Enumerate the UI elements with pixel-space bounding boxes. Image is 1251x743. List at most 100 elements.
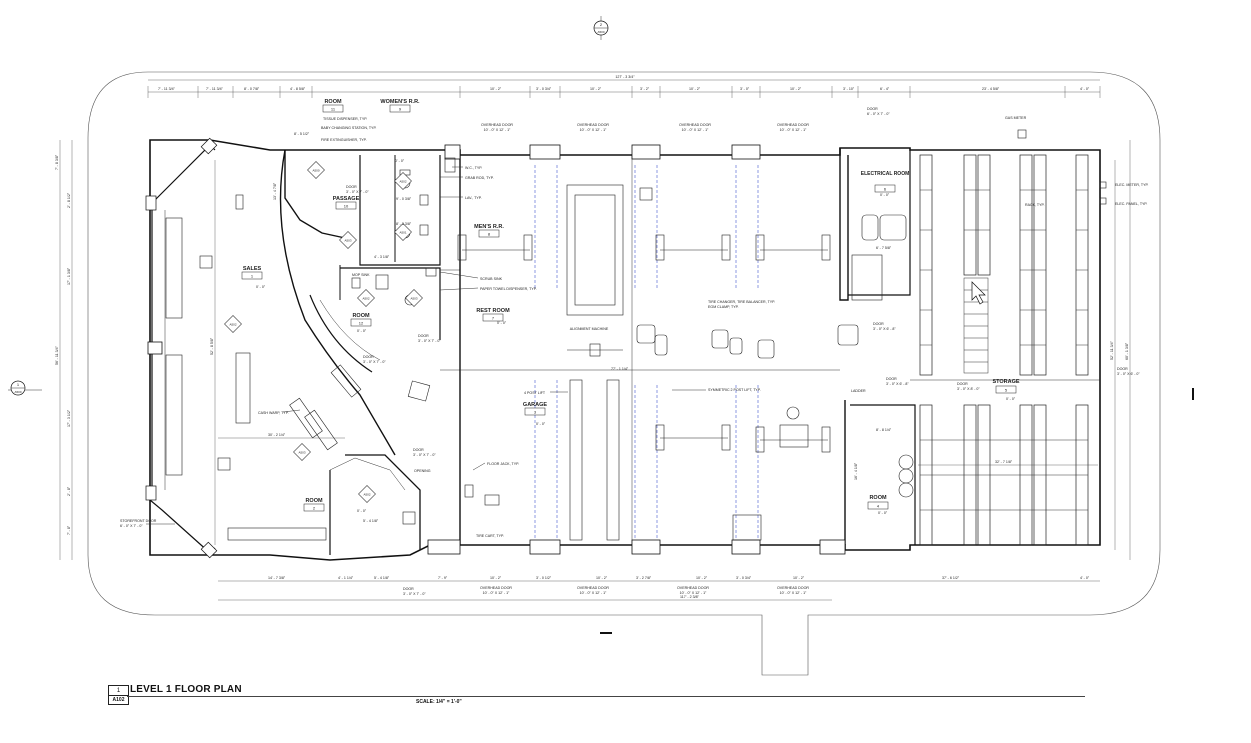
room-number: 4: [877, 504, 880, 509]
dim-label: 52' - 11 3/4": [1110, 340, 1114, 360]
dim-label: 10' - 2": [793, 576, 805, 580]
section-marker-top[interactable]: 2 A500: [593, 16, 609, 40]
note-text: ALIGNMENT MACHINE: [570, 327, 609, 331]
dim-label: 56' - 11 3/4": [55, 345, 59, 365]
dim-label: 4' - 8 5/8": [290, 87, 306, 91]
door-size: 3' - 0" X 6' - 0": [1117, 372, 1140, 376]
door-size: 10' - 0" X 12' - 1": [580, 128, 607, 132]
dim-label: 7' - 11 3/4": [206, 87, 224, 91]
elevation: 0' - 0": [395, 159, 405, 163]
room-name: ROOM: [869, 495, 887, 501]
door-label: OVERHEAD DOOR: [481, 123, 513, 127]
dim-label: 3' - 2": [640, 87, 650, 91]
tag-text: A502: [363, 493, 370, 497]
door-label: DOOR: [346, 185, 357, 189]
drawing-title: LEVEL 1 FLOOR PLAN: [130, 684, 242, 695]
callout-notes: TISSUE DISPENSER, TYP. BABY CHANGING STA…: [120, 116, 1148, 538]
sheet-number[interactable]: A102: [108, 695, 129, 705]
section-marker-sheet: A500: [14, 390, 21, 394]
door-label: DOOR: [957, 382, 968, 386]
structural-grid: [534, 165, 759, 540]
dim-label: 16' - 4 1/8": [854, 462, 858, 480]
door-label: OVERHEAD DOOR: [777, 123, 809, 127]
dim-label: 32' - 7 1/8": [995, 460, 1013, 464]
dim-label: 9' - 0 3/8": [396, 197, 412, 201]
door-size: 6' - 0" X 7' - 0": [867, 112, 890, 116]
dim-label: 10' - 2": [790, 87, 802, 91]
door-size: 10' - 0" X 12' - 1": [680, 591, 707, 595]
dim-label: 5' - 4 1/8": [363, 519, 379, 523]
note-text: LADDER: [851, 389, 866, 393]
note-text: 4 POST LIFT: [524, 391, 546, 395]
note-text: FLOOR JACK, TYP.: [487, 462, 519, 466]
room-labels[interactable]: ROOM 11 WOMEN'S R.R. 9 PASSAGE 10 MEN'S …: [241, 99, 1020, 512]
dim-label: 3' - 0": [740, 87, 750, 91]
elevation: 0' - 0": [1006, 397, 1016, 401]
overhead-door-labels: OVERHEAD DOOR 10' - 0" X 12' - 1" OVERHE…: [480, 123, 809, 595]
dim-label: 10' - 2": [490, 576, 502, 580]
section-marker-num: 2: [600, 22, 603, 27]
dimensions-bottom: 14' - 7 3/8" 4' - 1 1/4" 5' - 4 1/8" 7' …: [218, 576, 1100, 601]
room-name: ELECTRICAL ROOM: [861, 171, 910, 177]
door-label: DOOR: [418, 334, 429, 338]
dim-label: 23' - 4 5/8": [982, 87, 1000, 91]
note-text: SCRUB SINK: [480, 277, 503, 281]
door-size: 3' - 0" X 7' - 0": [363, 360, 386, 364]
dim-label: 4' - 0": [1080, 576, 1090, 580]
room-number: 7: [492, 316, 495, 321]
note-text: GAS METER: [1005, 116, 1027, 120]
door-size: 10' - 0" X 12' - 1": [780, 128, 807, 132]
dim-label: 8' - 5 1/2": [294, 132, 310, 136]
dim-label: 10' - 2": [490, 87, 502, 91]
door-label: OVERHEAD DOOR: [577, 123, 609, 127]
section-marker-left[interactable]: 1 A500: [8, 380, 42, 396]
note-text: EGM CLAMP, TYP.: [708, 305, 739, 309]
dim-label: 10' - 2": [696, 576, 708, 580]
door-label: DOOR: [886, 377, 897, 381]
tag-text: A503: [344, 239, 351, 243]
room-number: 10: [344, 204, 349, 209]
note-text: STOREFRONT DOOR: [120, 519, 157, 523]
dim-label: 77' - 1 1/4": [611, 367, 629, 371]
dim-label: 52' - 8 5/8": [210, 337, 214, 355]
storage-racks: [919, 154, 1089, 546]
door-label: OVERHEAD DOOR: [679, 123, 711, 127]
door-size: 10' - 0" X 12' - 1": [580, 591, 607, 595]
dim-label: 6' - 7 5/8": [876, 246, 892, 250]
dim-label: 37' - 6 1/2": [942, 576, 960, 580]
room-name: WOMEN'S R.R.: [380, 99, 420, 105]
section-marker-num: 1: [17, 382, 20, 387]
dimensions-top: 127' - 3 3/4" 7' - 11 3/4" 7' - 11 3/4" …: [147, 75, 1101, 98]
elevation: 0' - 0": [497, 321, 507, 325]
dimensions-right: 52' - 11 3/4" 60' - 1 3/8": [1110, 140, 1131, 560]
note-text: FIRE EXTINGUISHER, TYP.: [321, 138, 367, 142]
tag-text: A503: [410, 297, 417, 301]
dim-label: 13' - 4 7/8": [273, 182, 277, 200]
elevation: 0' - 0": [357, 509, 367, 513]
note-text: TIRE CHANGER, TIRE BALANCER, TYP.: [708, 300, 775, 304]
room-name: ROOM: [352, 313, 370, 319]
note-text: BABY CHANGING STATION, TYP.: [321, 126, 376, 130]
room-name: MEN'S R.R.: [474, 224, 504, 230]
sales-furniture: [165, 194, 500, 541]
door-labels: DOOR 3' - 0" X 7' - 0" DOOR 3' - 0" X 7'…: [346, 107, 1140, 596]
door-size: 3' - 0" X 6' - 8": [886, 382, 909, 386]
dim-label: 2' - 8": [67, 486, 71, 496]
note-text: 6' - 0" X 7' - 0": [120, 524, 143, 528]
door-size: 10' - 0" X 12' - 1": [484, 128, 511, 132]
dim-label: 6' - 4": [880, 87, 890, 91]
door-size: 3' - 0" X 8' - 0": [957, 387, 980, 391]
tag-text: A502: [362, 297, 369, 301]
note-text: SYMMETRIC 2 POST LIFT, TYP.: [708, 388, 761, 392]
tag-text: A502: [229, 323, 236, 327]
elevation: 0' - 0": [256, 285, 266, 289]
note-text: GRAB ROD, TYP.: [465, 176, 494, 180]
dim-label: 60' - 1 3/8": [1125, 342, 1129, 360]
door-size: 10' - 0" X 12' - 1": [682, 128, 709, 132]
room-name: GARAGE: [523, 402, 547, 408]
overhead-doors[interactable]: [427, 144, 846, 555]
site-boundary: [87, 71, 1161, 676]
door-size: 10' - 0" X 12' - 1": [483, 591, 510, 595]
dim-label: 8' - 3 3/8": [396, 222, 412, 226]
room-name: REST ROOM: [476, 308, 510, 314]
